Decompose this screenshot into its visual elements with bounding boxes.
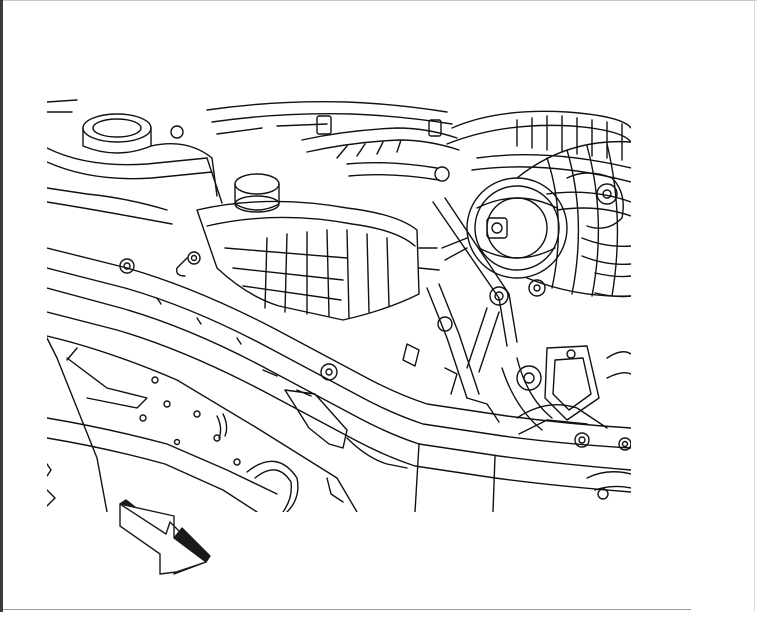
coolant-reservoir: [175, 173, 440, 321]
radiator-support-upper: [47, 99, 223, 225]
upper-pipes: [206, 100, 460, 182]
engine-compartment-illustration: [47, 98, 631, 512]
strut-rod: [426, 197, 546, 399]
intake-tube: [516, 140, 631, 297]
intake-hose-assembly: [446, 110, 631, 298]
page-bottom-rule: [3, 609, 691, 610]
mount-bracket: [501, 345, 631, 431]
lower-frame-panel: [47, 337, 344, 512]
page-left-border: [0, 0, 3, 612]
lower-right-details: [402, 343, 631, 500]
front-crossmember: [47, 247, 631, 512]
page-top-rule: [0, 0, 757, 1]
brake-booster: [441, 177, 568, 279]
front-direction-arrow-icon: [112, 492, 218, 578]
page-right-rule: [754, 0, 755, 612]
